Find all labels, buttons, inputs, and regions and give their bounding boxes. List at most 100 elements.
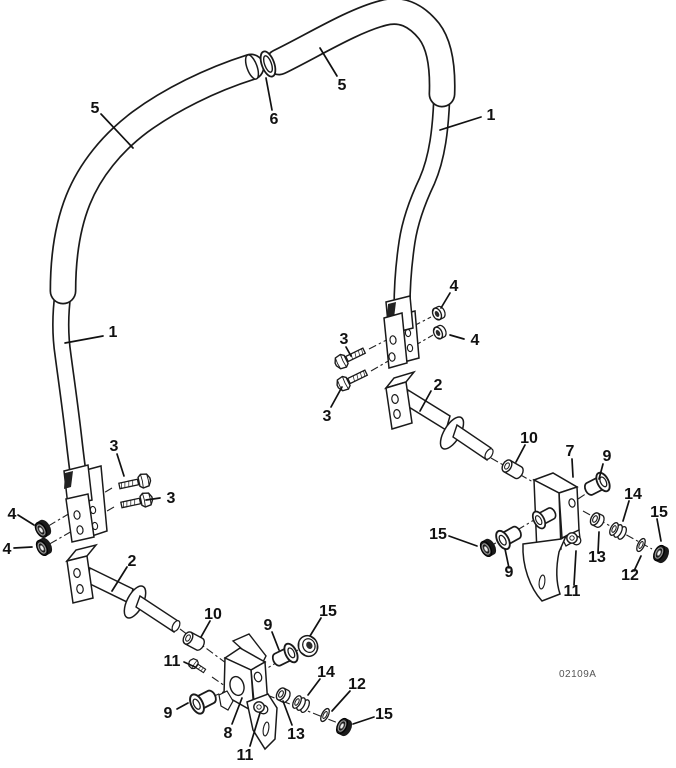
callout-label: 4 <box>8 506 17 523</box>
leader-line <box>352 716 375 725</box>
callout-pivot-left: 2 <box>111 553 137 592</box>
callout-label: 3 <box>110 438 119 455</box>
callout-label: 8 <box>224 725 233 742</box>
callout-label: 4 <box>450 278 459 295</box>
callout-label: 10 <box>204 606 222 623</box>
leader-line <box>17 514 35 526</box>
left-mount-bracket <box>32 464 155 558</box>
bracket-foot <box>522 534 568 602</box>
leader-line <box>598 463 604 480</box>
callout-bolt-left-bottom: 3 <box>145 490 176 507</box>
callout-nut-right-bottom: 4 <box>449 332 480 349</box>
drawing-code: 02109A <box>559 669 596 680</box>
leader-line <box>116 453 125 477</box>
upright-right-body <box>394 89 450 309</box>
leader-line <box>307 678 321 696</box>
callout-label: 2 <box>434 377 443 394</box>
callout-label: 3 <box>167 490 176 507</box>
callout-nut-left-top: 4 <box>8 506 35 526</box>
callout-nut-right-top: 4 <box>440 278 459 309</box>
callout-bolt-right-top: 3 <box>340 331 352 357</box>
callout-label: 14 <box>624 486 642 503</box>
plate-main-hole <box>229 675 245 697</box>
callout-upright-left: 1 <box>64 324 118 344</box>
bracket-foot-slot <box>538 574 546 590</box>
callout-label: 4 <box>3 541 12 558</box>
callout-pivot-right: 2 <box>419 377 443 412</box>
leader-line <box>64 335 104 344</box>
callout-label: 13 <box>588 549 606 566</box>
callout-label: 4 <box>471 332 480 349</box>
callout-pin-left: 11 <box>164 653 196 670</box>
block-left-hole-1 <box>73 568 81 578</box>
callout-bushing-left-upper: 9 <box>264 617 280 651</box>
bracket-right-hole <box>568 498 576 508</box>
leader-line <box>100 113 134 149</box>
upright-left-body <box>53 292 88 491</box>
bracket-assembly-right <box>477 469 672 602</box>
plate-assembly <box>186 633 355 751</box>
pivot-rod-right <box>383 370 526 481</box>
leader-line <box>330 386 343 408</box>
callout-bushing-right-top: 9 <box>598 448 612 480</box>
callout-label: 11 <box>237 747 254 764</box>
callout-coupler: 6 <box>265 77 279 128</box>
callout-label: 10 <box>520 430 538 447</box>
leader-line <box>633 555 642 572</box>
callout-pin-right: 11 <box>564 550 581 600</box>
callout-bracket: 7 <box>566 443 575 478</box>
callouts: 5 6 5 1 1 4 3 4 <box>3 47 668 764</box>
leader-line <box>656 518 662 542</box>
right-bracket-front-hole-2 <box>388 352 396 362</box>
callout-label: 9 <box>164 705 173 722</box>
callout-washer12-right: 12 <box>621 555 642 584</box>
plate-ear <box>218 690 234 711</box>
leader-line <box>265 77 273 111</box>
callout-pad-left: 5 <box>91 100 134 149</box>
right-mount-bracket <box>331 295 449 394</box>
block-left-hole-2 <box>76 584 84 594</box>
plate-right-hole <box>253 671 263 683</box>
rollbar-uprights <box>52 89 451 491</box>
callout-label: 11 <box>564 583 581 600</box>
tube-coupler <box>259 50 277 78</box>
leader-line <box>282 700 293 726</box>
leader-line <box>111 566 128 592</box>
callout-label: 3 <box>340 331 349 348</box>
callout-label: 3 <box>323 408 332 425</box>
block-right-hole-1 <box>391 394 399 404</box>
block-right-front <box>385 381 413 430</box>
leader-line <box>448 535 478 547</box>
rod-left-tip <box>171 620 181 632</box>
callout-label: 5 <box>338 77 347 94</box>
pad-left-body <box>51 55 263 303</box>
callout-label: 7 <box>566 443 575 460</box>
rod-left-shaft <box>135 594 179 634</box>
axis-pin-left <box>211 676 226 687</box>
leader-line <box>13 546 33 549</box>
rod-right-shaft <box>452 423 492 462</box>
leader-line <box>271 631 280 651</box>
callout-washer13-right: 13 <box>588 531 606 566</box>
leader-line <box>249 712 261 747</box>
callout-pin-bottom: 11 <box>237 712 261 764</box>
callout-label: 11 <box>164 653 181 670</box>
callout-lockwasher-left: 14 <box>307 664 335 696</box>
leader-line <box>231 697 243 725</box>
callout-bolt-right-bottom: 3 <box>323 386 343 425</box>
leader-line <box>504 548 510 569</box>
callout-spacer-right: 10 <box>515 430 538 463</box>
leader-line <box>440 292 451 309</box>
leader-line <box>331 690 351 712</box>
callout-label: 2 <box>128 553 137 570</box>
callout-plate: 8 <box>224 697 243 742</box>
callout-washer12-left: 12 <box>331 676 366 712</box>
leader-line <box>597 531 600 554</box>
right-bracket-rear-hole-2 <box>406 343 414 353</box>
callout-label: 15 <box>650 504 668 521</box>
callout-locknut-right-outer: 15 <box>650 504 668 542</box>
callout-locknut-left-top: 15 <box>309 603 337 637</box>
callout-spacer-left: 10 <box>200 606 222 638</box>
